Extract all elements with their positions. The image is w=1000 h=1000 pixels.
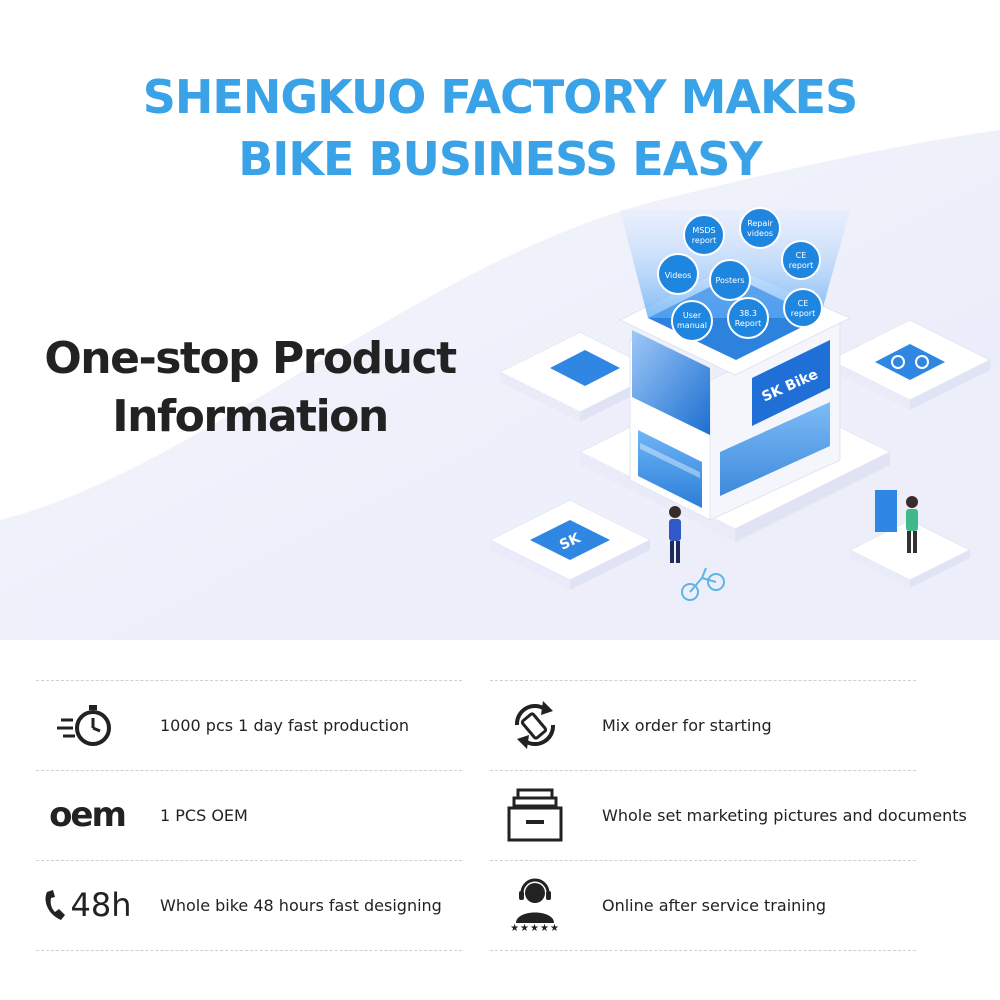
feature-after-service: ★★★★★ Online after service training [490,860,916,950]
feature-label: Online after service training [602,895,827,915]
platform-right [828,319,992,410]
bubble-msds-report: MSDS report [683,214,725,256]
headline-line-2: BIKE BUSINESS EASY [238,132,763,186]
divider [36,860,462,861]
bike-icon [681,567,725,601]
svg-text:videos: videos [747,229,773,238]
svg-text:Posters: Posters [715,276,744,285]
mix-order-icon [490,692,580,758]
features-section: 1000 pcs 1 day fast production oem 1 PCS… [0,640,1000,1000]
feature-fast-production: 1000 pcs 1 day fast production [36,680,462,770]
bubble-repair-videos: Repair videos [739,207,781,249]
bubble-user-manual: User manual [671,300,713,342]
divider [36,770,462,771]
info-bubbles: MSDS report Repair videos CE report Vide… [657,207,823,342]
svg-text:report: report [791,309,815,318]
feature-label: 1 PCS OEM [160,805,248,825]
phone-48h-icon: 48h [42,872,132,938]
svg-text:Repair: Repair [747,219,773,228]
support-agent-icon: ★★★★★ [490,872,580,938]
person-at-screen [906,496,918,553]
platform-bottom-left: SK [488,499,652,590]
feature-oem: oem 1 PCS OEM [36,770,462,860]
rating-stars-icon: ★★★★★ [510,922,560,934]
svg-text:CE: CE [796,251,807,260]
subheadline-line-1: One-stop Product [44,333,457,384]
feature-label: 1000 pcs 1 day fast production [160,715,410,735]
svg-text:MSDS: MSDS [692,226,715,235]
feature-48h-design: 48h Whole bike 48 hours fast designing [36,860,462,950]
hero-section: SHENGKUO FACTORY MAKES BIKE BUSINESS EAS… [0,66,1000,640]
svg-text:Videos: Videos [665,271,692,280]
svg-text:38.3: 38.3 [739,309,757,318]
isometric-factory-illustration: SK SK Bike [488,207,992,601]
platform-left [498,331,662,422]
feature-mix-order: Mix order for starting [490,680,916,770]
svg-text:User: User [683,311,702,320]
divider [490,680,916,681]
stopwatch-fast-icon [42,692,132,758]
feature-label: Whole bike 48 hours fast designing [160,895,442,915]
bubble-ce-report-bottom: CE report [783,288,823,328]
feature-label: Whole set marketing pictures and documen… [602,805,967,825]
page-headline: SHENGKUO FACTORY MAKES BIKE BUSINESS EAS… [0,66,1000,190]
svg-text:report: report [692,236,716,245]
document-tray-icon [490,782,580,848]
svg-text:CE: CE [798,299,809,308]
bubble-videos: Videos [657,253,699,295]
divider [36,680,462,681]
headline-line-1: SHENGKUO FACTORY MAKES [142,70,858,124]
svg-text:report: report [789,261,813,270]
divider [36,950,462,951]
feature-marketing-materials: Whole set marketing pictures and documen… [490,770,967,860]
oem-icon-text: oem [49,795,127,835]
divider [490,860,916,861]
bubble-ce-report-top: CE report [781,240,821,280]
subheadline-line-2: Information [112,391,389,442]
bubble-posters: Posters [709,259,751,301]
divider [490,770,916,771]
bubble-38-3-report: 38.3 Report [727,297,769,339]
feature-label: Mix order for starting [602,715,772,735]
divider [490,950,916,951]
48h-icon-text: 48h [70,886,132,924]
svg-text:Report: Report [735,319,762,328]
sub-headline: One-stop Product Information [30,330,470,446]
person-standing [669,506,681,563]
svg-text:manual: manual [677,321,707,330]
oem-icon: oem [42,782,132,848]
